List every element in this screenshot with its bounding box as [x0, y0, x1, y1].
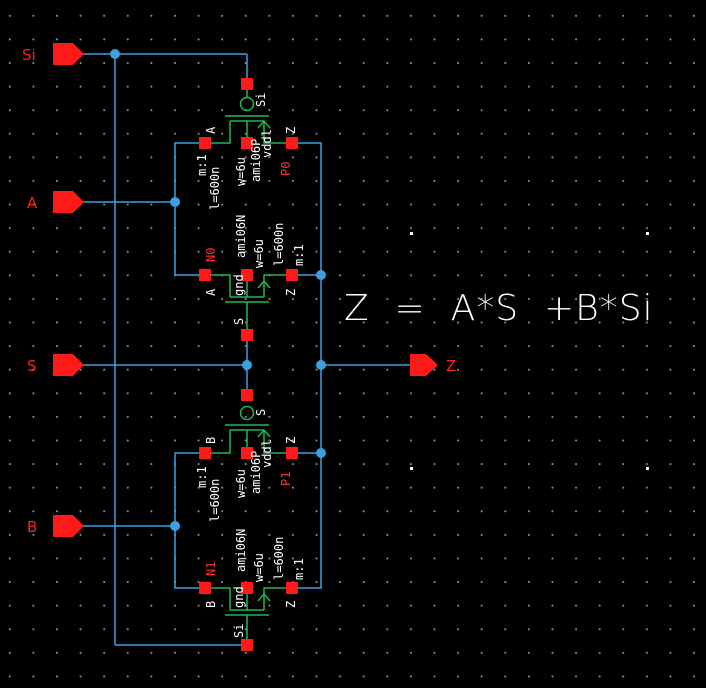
svg-text:P0: P0 [279, 162, 293, 176]
svg-text:Z: Z [284, 289, 298, 296]
svg-text:w=6u: w=6u [252, 553, 266, 582]
transmission-gate-1[interactable]: Si A Z m:1 l=600n w=6u ami06P vddl P0 [195, 78, 306, 341]
svg-text:vddl: vddl [260, 439, 274, 468]
svg-text:B: B [27, 518, 37, 536]
inversion-bubble [239, 96, 255, 112]
wire-z-right[interactable] [292, 142, 322, 454]
inversion-bubble [239, 405, 255, 421]
svg-text:Z: Z [446, 357, 456, 375]
svg-text:P1: P1 [279, 472, 293, 486]
svg-text:A: A [204, 288, 218, 296]
svg-text:A: A [27, 194, 38, 212]
svg-text:l=600n: l=600n [208, 167, 222, 210]
pin-b[interactable]: B [27, 515, 84, 537]
grid-markers [410, 232, 649, 470]
junction-dot [316, 360, 326, 370]
svg-text:ami06N: ami06N [234, 215, 248, 258]
nmos-n0[interactable]: S A Z N0 gnd ami06N w=6u l=600n m:1 [199, 215, 306, 341]
svg-text:w=6u: w=6u [234, 157, 248, 186]
svg-text:m:1: m:1 [195, 466, 209, 488]
pmos-p1[interactable]: S B Z m:1 l=600n w=6u ami06P vddl P1 [195, 389, 298, 522]
svg-text:w=6u: w=6u [234, 469, 248, 498]
svg-text:w=6u: w=6u [252, 239, 266, 268]
equation-label: Z = A*S +B*Si [344, 288, 654, 329]
svg-text:N0: N0 [204, 248, 218, 262]
svg-text:gnd: gnd [232, 586, 246, 608]
svg-text:A: A [204, 126, 218, 134]
svg-text:m:1: m:1 [292, 558, 306, 580]
junction-dot [242, 360, 252, 370]
wire-b-branch[interactable] [174, 452, 205, 589]
junction-dot [110, 49, 120, 59]
svg-text:S: S [232, 318, 246, 325]
transmission-gate-2[interactable]: S B Z m:1 l=600n w=6u ami06P vddl P1 [195, 389, 306, 651]
pin-s[interactable]: S [27, 354, 84, 376]
wire-z-n1[interactable] [292, 453, 322, 589]
svg-text:ami06P: ami06P [249, 451, 263, 494]
svg-text:B: B [204, 437, 218, 444]
svg-text:N1: N1 [204, 562, 218, 576]
junction-dot [316, 448, 326, 458]
svg-text:gnd: gnd [232, 274, 246, 296]
nmos-n1[interactable]: Si B Z N1 gnd ami06N w=6u l=600n m:1 [199, 529, 306, 651]
svg-text:l=600n: l=600n [272, 223, 286, 266]
svg-text:ami06N: ami06N [234, 529, 248, 572]
wire-a-branch[interactable] [174, 142, 205, 276]
svg-text:Si: Si [232, 624, 246, 638]
svg-text:l=600n: l=600n [272, 537, 286, 580]
junction-dot [170, 197, 180, 207]
pin-a[interactable]: A [27, 191, 84, 213]
svg-text:S: S [27, 357, 37, 375]
junctions [110, 49, 326, 531]
svg-text:l=600n: l=600n [208, 479, 222, 522]
svg-text:S: S [254, 409, 268, 416]
junction-dot [170, 521, 180, 531]
svg-text:Si: Si [22, 46, 36, 64]
svg-text:Z: Z [284, 437, 298, 444]
pin-si[interactable]: Si [22, 43, 84, 65]
svg-text:vddl: vddl [260, 129, 274, 158]
svg-text:m:1: m:1 [292, 244, 306, 266]
pmos-p0[interactable]: Si A Z m:1 l=600n w=6u ami06P vddl P0 [195, 78, 298, 210]
svg-text:Z: Z [284, 601, 298, 608]
pin-z[interactable]: Z [410, 354, 456, 376]
svg-text:Z: Z [284, 127, 298, 134]
svg-text:Si: Si [254, 93, 268, 107]
svg-text:ami06P: ami06P [249, 139, 263, 182]
svg-text:m:1: m:1 [195, 154, 209, 176]
junction-dot [316, 270, 326, 280]
pins: Si A S B Z [22, 43, 456, 537]
svg-text:B: B [204, 601, 218, 608]
